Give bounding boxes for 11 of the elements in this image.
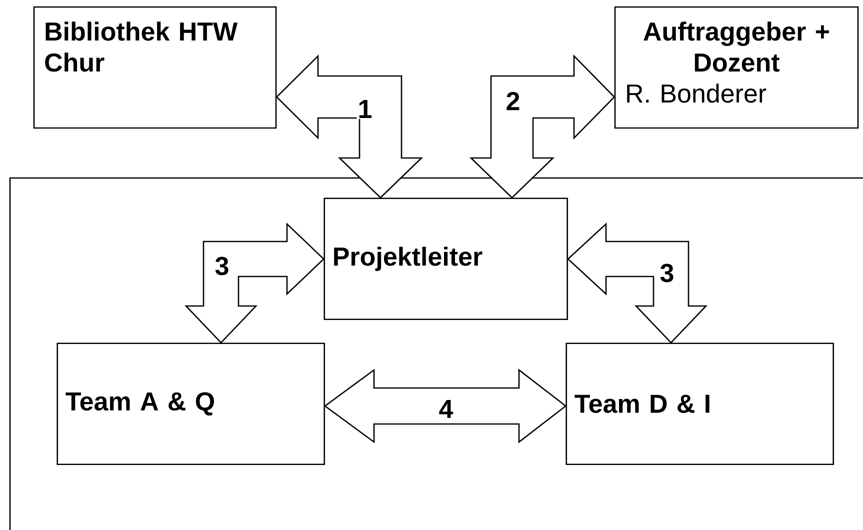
edge-label: 1 — [356, 99, 374, 119]
block-arrow — [276, 54, 424, 199]
entity-box: Auftraggeber + Dozent R. Bonderer — [614, 6, 859, 129]
entity-box: Team A & Q — [56, 342, 325, 465]
block-arrow — [567, 222, 708, 344]
block-arrow — [324, 368, 567, 444]
entity-box: Bibliothek HTW Chur — [33, 6, 277, 129]
frame — [9, 177, 863, 530]
entity-box: Team D & I — [566, 342, 834, 465]
edge-label: 4 — [438, 399, 454, 419]
entity-box: Projektleiter — [324, 198, 568, 320]
